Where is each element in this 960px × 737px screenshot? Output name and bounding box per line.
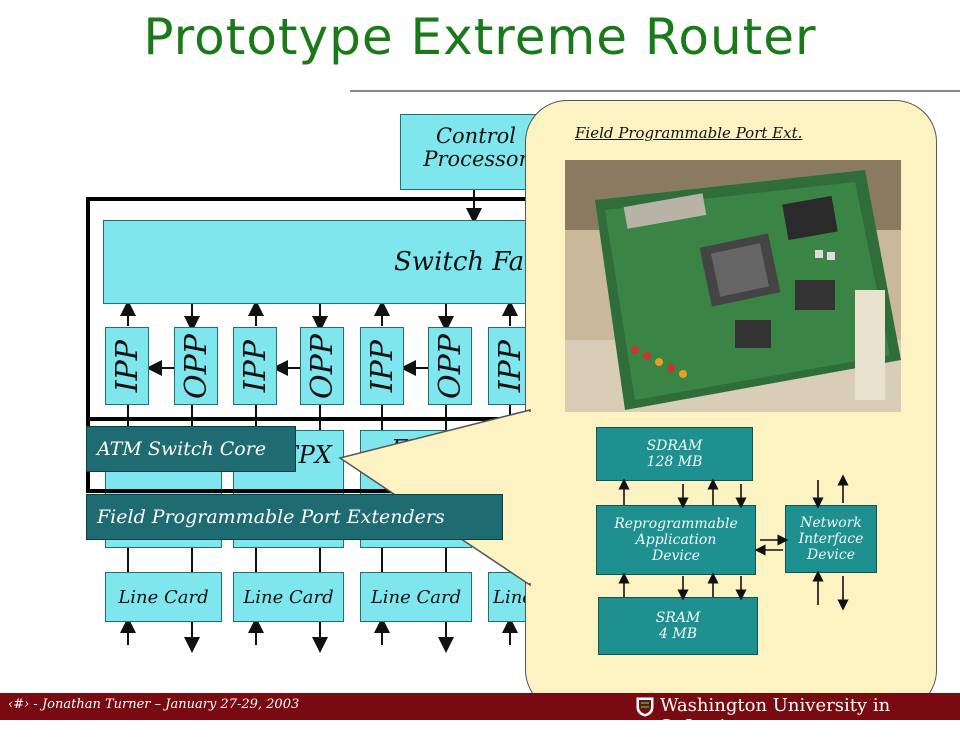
port-opp-1: OPP: [174, 327, 218, 405]
rad-line-2: Application: [635, 531, 717, 548]
sram-size: 4 MB: [659, 626, 697, 642]
university-shield-icon: [636, 697, 654, 717]
footer-text: ‹#› - Jonathan Turner – January 27-29, 2…: [8, 697, 299, 712]
port-opp-3: OPP: [428, 327, 472, 405]
sdram-chip: SDRAM 128 MB: [596, 427, 753, 481]
nid-chip: Network Interface Device: [785, 505, 877, 573]
footer-bar: [0, 693, 960, 720]
panel-connectors: [618, 474, 849, 611]
rad-line-1: Reprogrammable: [614, 515, 738, 532]
line-card-3: Line Card: [360, 572, 472, 622]
nid-line-2: Interface: [798, 530, 864, 547]
page-title: Prototype Extreme Router: [143, 8, 817, 66]
control-processor-label: Control Processor: [423, 124, 529, 172]
port-opp-2: OPP: [300, 327, 344, 405]
sram-label: SRAM: [655, 609, 701, 626]
sdram-size: 128 MB: [646, 454, 703, 470]
slide-number: ‹#›: [8, 697, 30, 712]
fpx-board-photo: [565, 160, 901, 412]
diagram-connectors: [120, 190, 518, 653]
nid-line-3: Device: [806, 547, 856, 564]
line-card-2: Line Card: [233, 572, 344, 622]
switch-fabric-box: Switch Fabric: [103, 220, 576, 304]
port-ipp-4: IPP: [488, 327, 532, 405]
atm-switch-core-label: ATM Switch Core: [86, 426, 296, 472]
title-rule: [350, 90, 960, 92]
line-card-1: Line Card: [105, 572, 222, 622]
nid-line-1: Network: [800, 514, 862, 531]
university-name: Washington University in St.Louis: [660, 695, 891, 737]
rad-line-3: Device: [651, 548, 701, 565]
sdram-label: SDRAM: [646, 437, 703, 454]
panel-heading: Field Programmable Port Ext.: [575, 124, 803, 142]
port-ipp-2: IPP: [233, 327, 277, 405]
rad-chip: Reprogrammable Application Device: [596, 505, 756, 575]
port-ipp-1: IPP: [105, 327, 149, 405]
port-ipp-3: IPP: [360, 327, 404, 405]
footer-author: - Jonathan Turner – January 27-29, 2003: [29, 697, 300, 712]
fpx-extenders-label: Field Programmable Port Extenders: [86, 494, 503, 540]
